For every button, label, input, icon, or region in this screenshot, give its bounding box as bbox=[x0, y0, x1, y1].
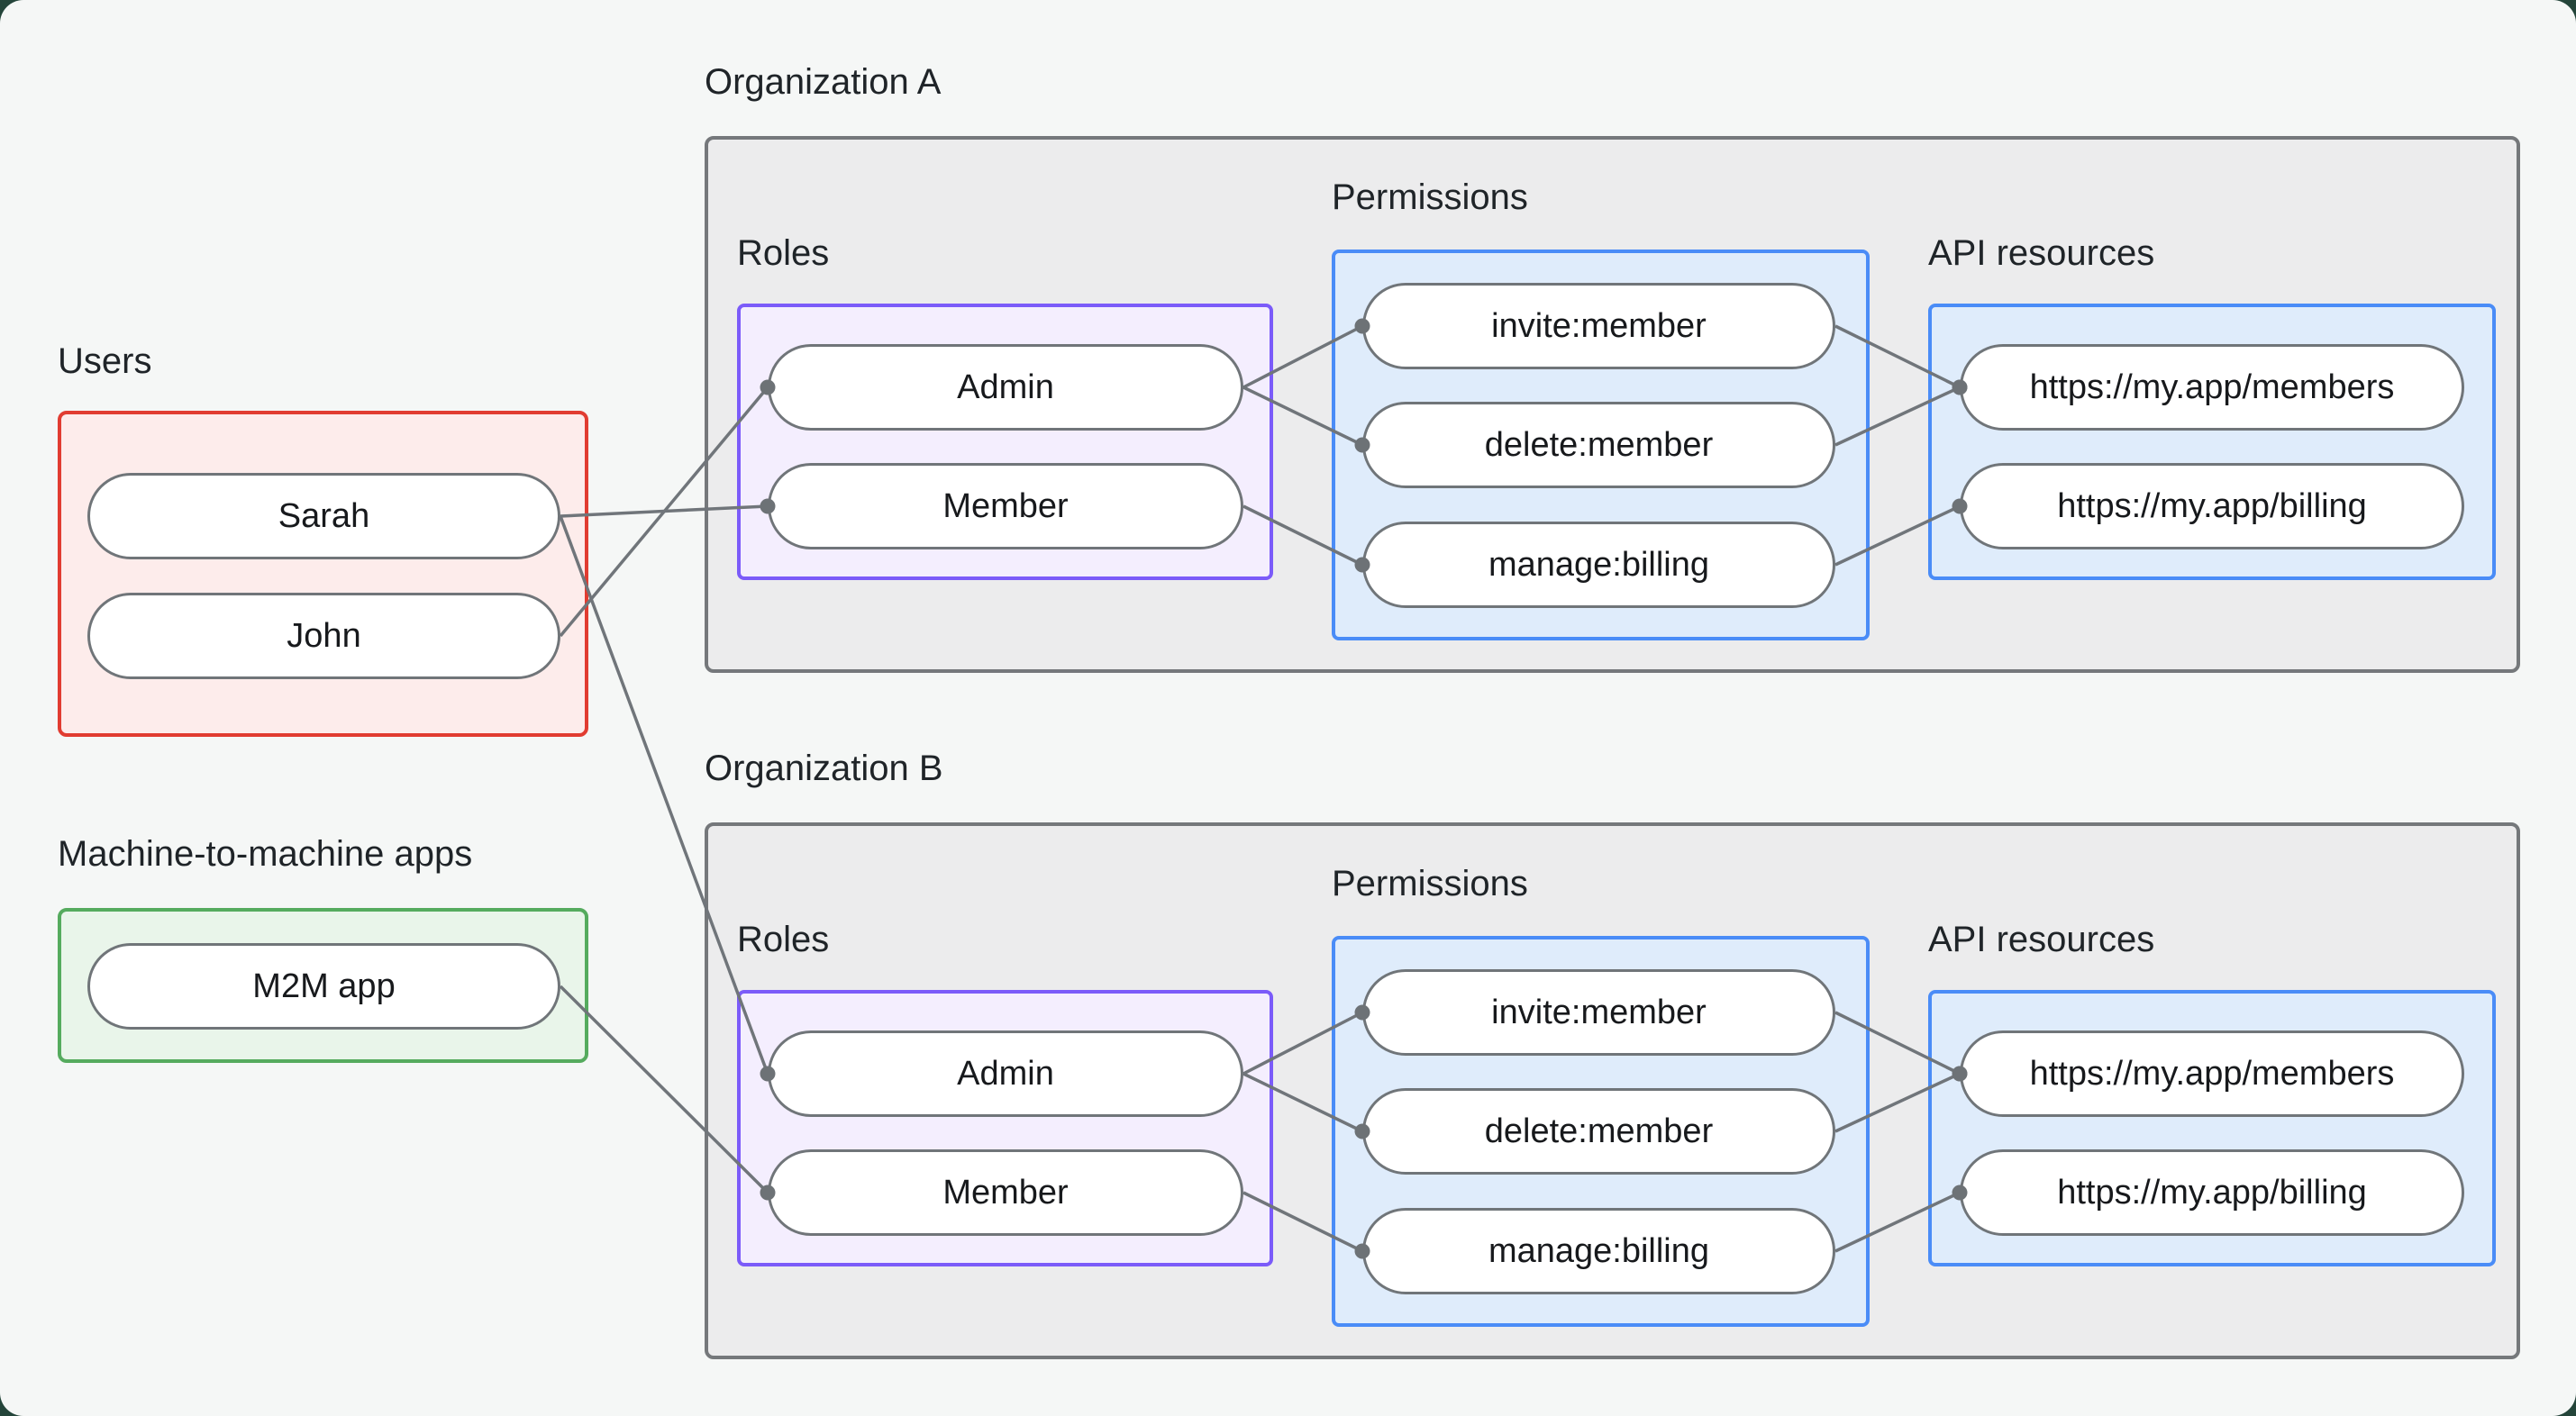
org-b-role-admin: Admin bbox=[768, 1030, 1243, 1117]
org-a-roles-label: Roles bbox=[737, 233, 830, 273]
org-a-label: Organization A bbox=[705, 62, 942, 102]
org-b-permissions-label: Permissions bbox=[1332, 864, 1528, 903]
org-b-role-member: Member bbox=[768, 1149, 1243, 1236]
user-node-sarah: Sarah bbox=[87, 473, 560, 559]
users-group-box bbox=[58, 411, 588, 737]
org-b-perm-delete: delete:member bbox=[1362, 1088, 1835, 1175]
org-b-roles-label: Roles bbox=[737, 920, 830, 959]
users-group-label: Users bbox=[58, 341, 152, 381]
org-a-role-member: Member bbox=[768, 463, 1243, 549]
org-a-api-label: API resources bbox=[1928, 233, 2155, 273]
m2m-group-label: Machine-to-machine apps bbox=[58, 834, 473, 874]
org-b-perm-invite: invite:member bbox=[1362, 969, 1835, 1056]
org-a-perm-manage: manage:billing bbox=[1362, 522, 1835, 608]
m2m-node-app: M2M app bbox=[87, 943, 560, 1030]
org-a-permissions-label: Permissions bbox=[1332, 177, 1528, 217]
org-b-api-label: API resources bbox=[1928, 920, 2155, 959]
org-b-label: Organization B bbox=[705, 749, 943, 788]
user-node-john: John bbox=[87, 593, 560, 679]
org-b-api-billing: https://my.app/billing bbox=[1960, 1149, 2464, 1236]
org-a-perm-invite: invite:member bbox=[1362, 283, 1835, 369]
org-a-perm-delete: delete:member bbox=[1362, 402, 1835, 488]
org-a-role-admin: Admin bbox=[768, 344, 1243, 431]
org-a-api-members: https://my.app/members bbox=[1960, 344, 2464, 431]
org-b-perm-manage: manage:billing bbox=[1362, 1208, 1835, 1294]
org-a-api-billing: https://my.app/billing bbox=[1960, 463, 2464, 549]
org-b-api-members: https://my.app/members bbox=[1960, 1030, 2464, 1117]
